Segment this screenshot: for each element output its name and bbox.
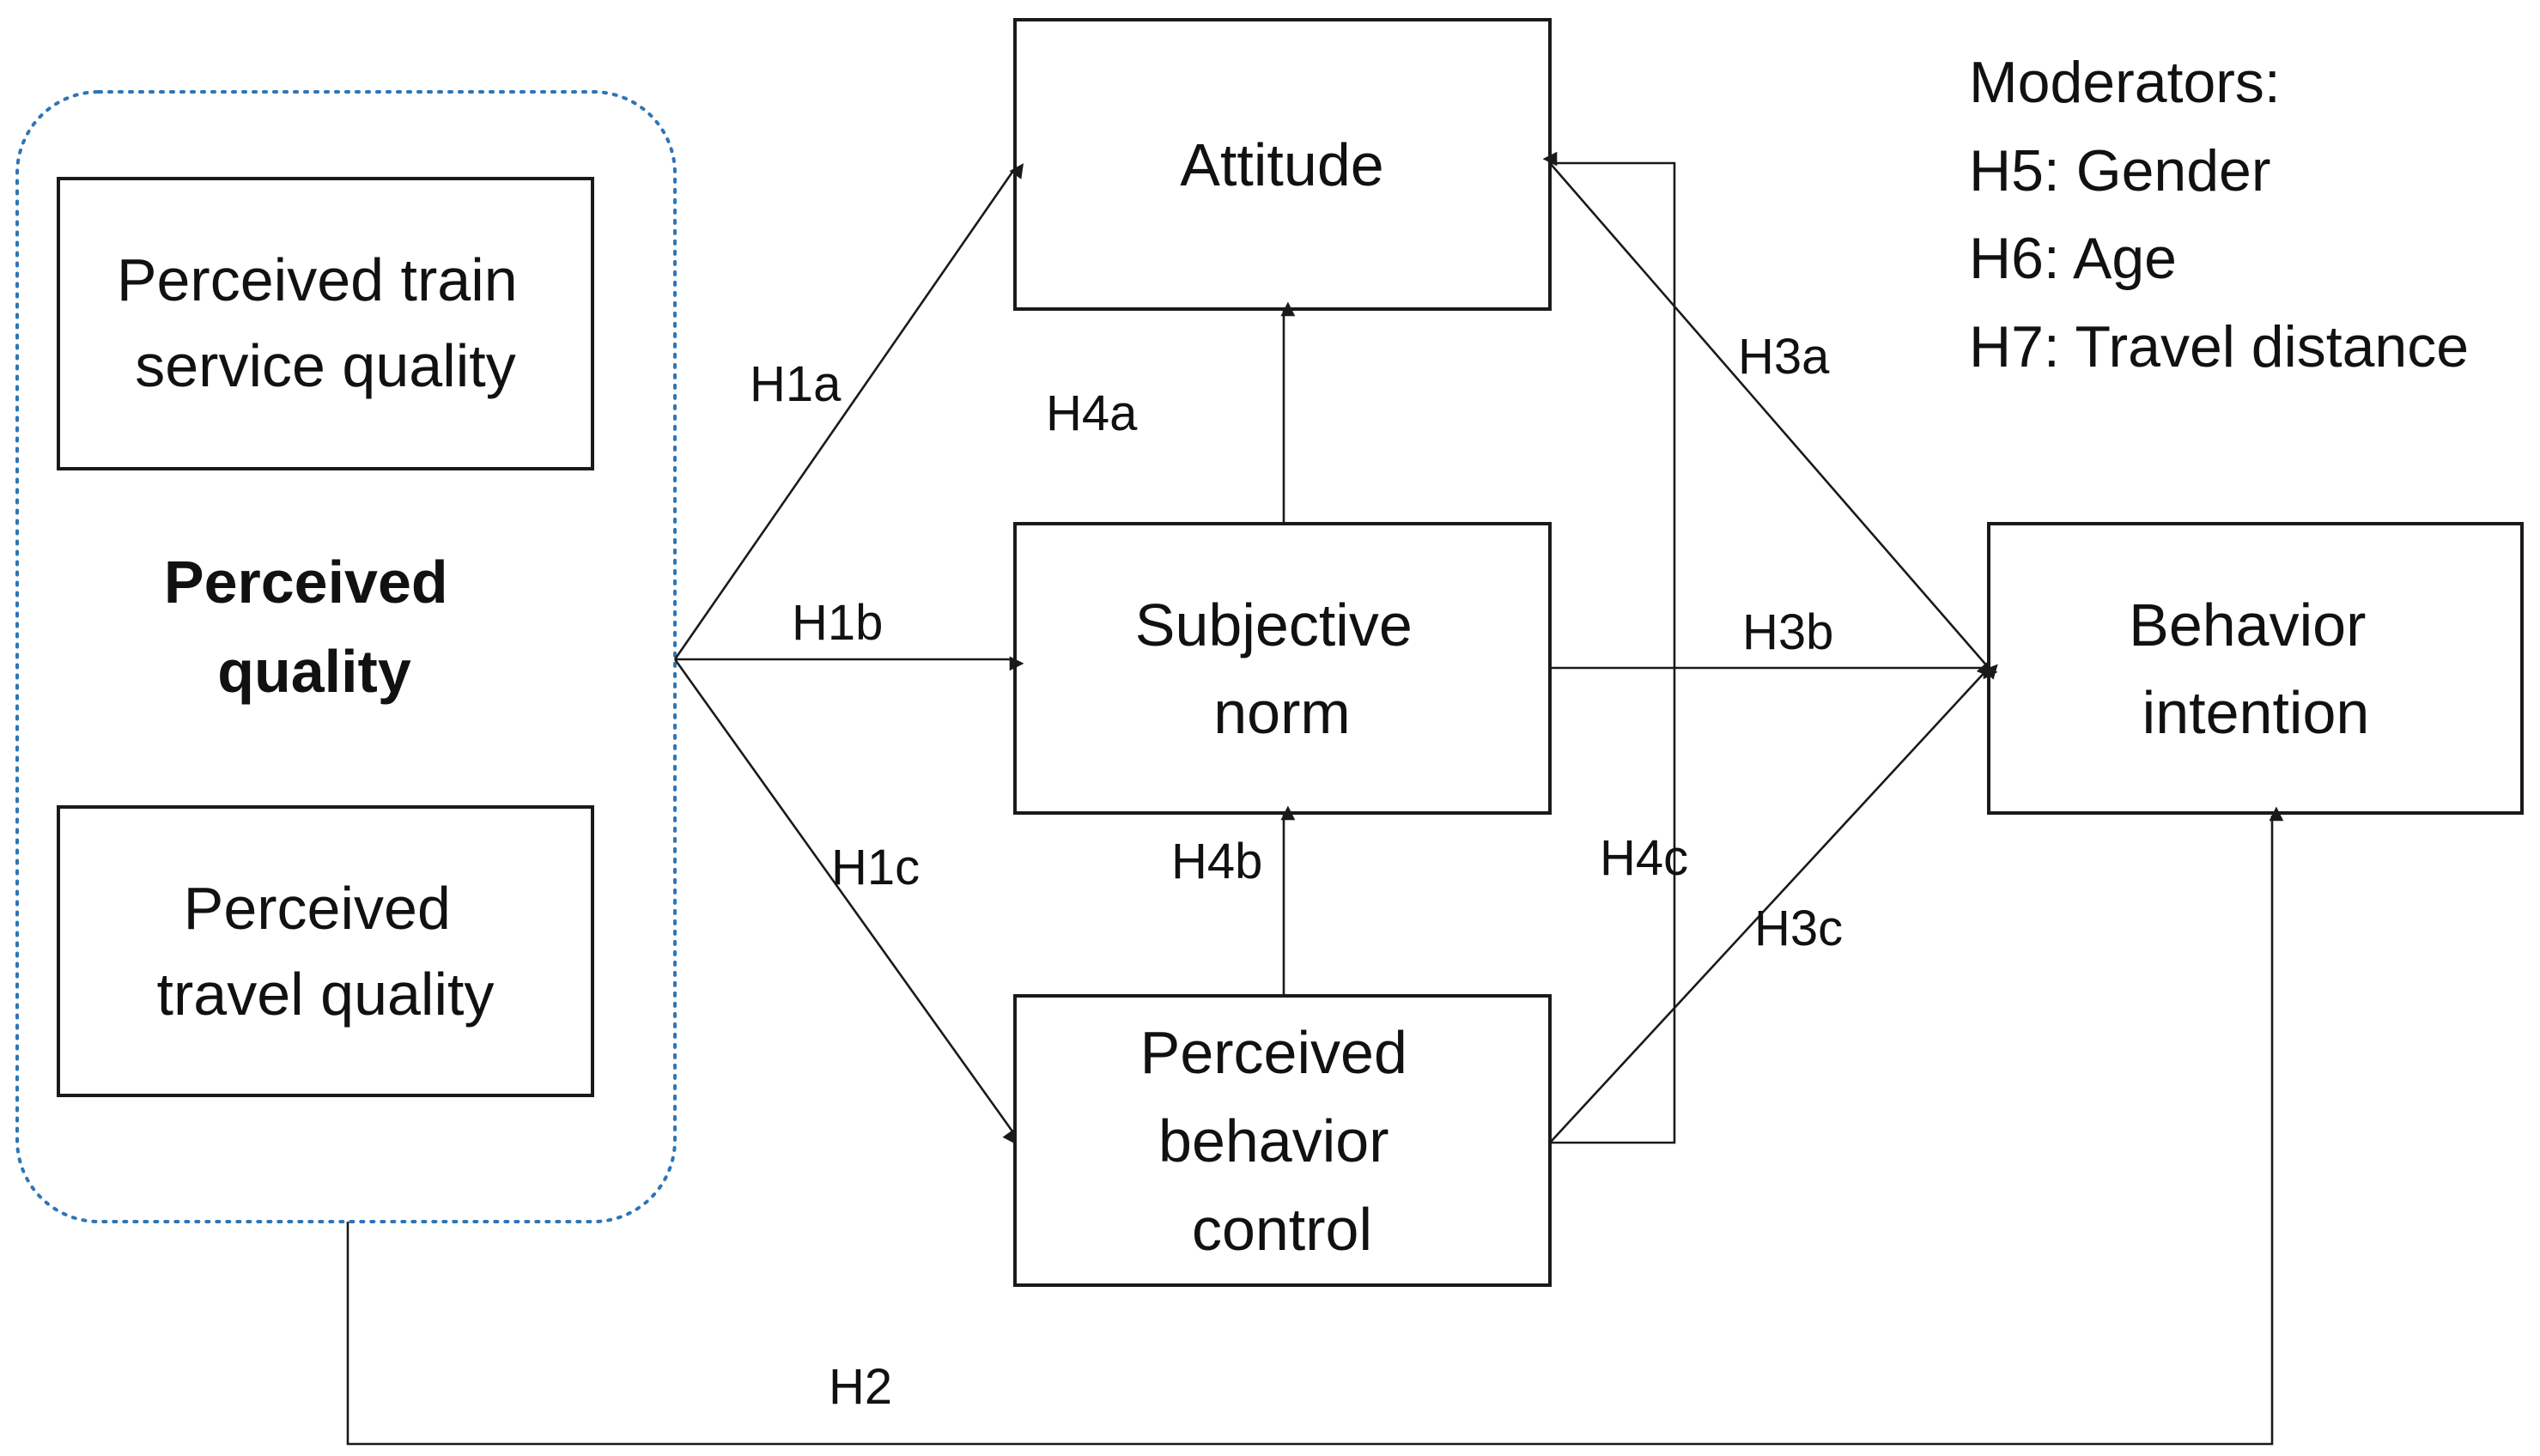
h1a-label: H1a: [750, 356, 842, 412]
pbc-box: [1013, 994, 1552, 1287]
moderator-age: H6: Age: [1969, 226, 2177, 291]
subjective-norm-box: [1013, 522, 1552, 815]
train-service-quality-box: [57, 177, 594, 470]
travel-quality-label: Perceived travel quality: [157, 875, 495, 1028]
attitude-label: Attitude: [1180, 131, 1383, 198]
h1a-arrow: [673, 163, 1024, 660]
moderator-gender: H5: Gender: [1969, 138, 2271, 203]
h3c-label: H3c: [1754, 901, 1843, 956]
h3b-label: H3b: [1742, 604, 1833, 660]
h4b-label: H4b: [1171, 834, 1262, 889]
travel-quality-box: [57, 805, 594, 1097]
h4a-label: H4a: [1046, 385, 1138, 441]
pbc-label: Perceived behavior control: [1140, 1019, 1425, 1263]
h1c-label: H1c: [831, 840, 920, 895]
perceived-quality-title: Perceived quality: [164, 549, 465, 705]
train-service-quality-label: Perceived train service quality: [117, 246, 534, 399]
perceived-quality-group: [15, 90, 677, 1223]
h4c-label: H4c: [1600, 830, 1688, 886]
subjective-norm-label: Subjective norm: [1135, 592, 1429, 746]
h2-arrow: [346, 806, 2284, 1446]
moderators-title: Moderators:: [1969, 50, 2281, 115]
h2-label: H2: [829, 1359, 892, 1415]
h1b-label: H1b: [792, 595, 883, 651]
h4c-arrow: [1542, 151, 1676, 1144]
h3c-arrow: [1549, 664, 1998, 1144]
behavior-intention-box: [1987, 522, 2524, 815]
h1c-arrow: [673, 658, 1018, 1145]
h3a-arrow: [1549, 162, 1992, 678]
attitude-box: [1013, 18, 1552, 311]
behavior-intention-label: Behavior intention: [2129, 592, 2383, 746]
moderator-travel-distance: H7: Travel distance: [1969, 314, 2469, 379]
h3a-label: H3a: [1738, 329, 1830, 385]
